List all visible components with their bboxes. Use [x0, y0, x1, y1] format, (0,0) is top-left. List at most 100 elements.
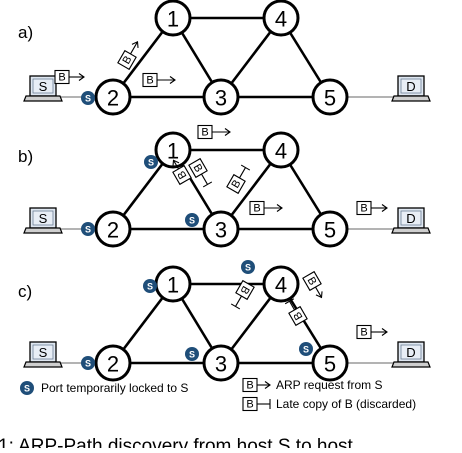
- host-label: S: [39, 79, 48, 94]
- packet-arrow-head: [276, 204, 283, 212]
- packet-stop-bar: [202, 181, 213, 188]
- arp-request-packet: B: [356, 200, 388, 216]
- packet-label: B: [246, 380, 253, 392]
- packet-label: B: [360, 327, 367, 339]
- legend-late-copy-text: Late copy of B (discarded): [276, 397, 416, 411]
- switch-label: 4: [275, 139, 287, 164]
- host-label: S: [39, 211, 48, 226]
- switch-circle: [94, 210, 132, 248]
- switch-label: 1: [167, 7, 179, 32]
- switch-label: 5: [324, 86, 336, 111]
- panel-label: b): [18, 147, 33, 166]
- switch-label: 2: [107, 218, 119, 243]
- packet-box: [288, 305, 308, 327]
- switch-label: 2: [107, 86, 119, 111]
- laptop-display: [400, 210, 422, 226]
- packet-arrow-head: [78, 73, 85, 81]
- arp-request-packet: B: [302, 270, 323, 299]
- packet-arrow-line: [201, 173, 208, 185]
- switch-label: 4: [275, 7, 287, 32]
- switch-node-5: 5: [311, 78, 349, 116]
- laptop-display: [32, 78, 54, 94]
- arp-request-packet: B: [197, 124, 231, 140]
- lock-label: S: [24, 384, 30, 394]
- packet-stop-bar: [240, 164, 251, 171]
- host-label: D: [406, 79, 415, 94]
- host-d: D: [391, 207, 431, 234]
- lock-dot: [241, 260, 255, 274]
- arp-request-packet: B: [117, 40, 139, 71]
- packet-label: B: [360, 203, 367, 215]
- late-copy-packet: B: [242, 396, 271, 412]
- lock-dot: [299, 342, 313, 356]
- host-d: D: [391, 75, 431, 102]
- legend-lock-text: Port temporarily locked to S: [41, 381, 188, 395]
- laptop-base: [391, 227, 431, 234]
- packet-arrow-line: [239, 167, 246, 179]
- packet-arrow-head: [381, 328, 388, 336]
- packet-label: B: [246, 399, 253, 411]
- host-d: D: [391, 341, 431, 368]
- switch-node-4: 4: [262, 131, 300, 169]
- port-lock-marker: S: [143, 279, 157, 293]
- host-label: D: [406, 345, 415, 360]
- switch-circle: [202, 344, 240, 382]
- switch-node-2: 2: [94, 344, 132, 382]
- switch-circle: [311, 344, 349, 382]
- host-s: S: [23, 207, 63, 234]
- laptop-base: [391, 95, 431, 102]
- switch-label: 1: [167, 273, 179, 298]
- lock-label: S: [85, 94, 91, 104]
- switch-circle: [154, 0, 192, 37]
- switch-node-1: 1: [154, 0, 192, 37]
- switch-circle: [94, 78, 132, 116]
- laptop-base: [23, 95, 63, 102]
- switch-node-5: 5: [311, 344, 349, 382]
- switch-node-2: 2: [94, 78, 132, 116]
- packet-label: B: [253, 203, 260, 215]
- switch-circle: [262, 265, 300, 303]
- switch-circle: [311, 210, 349, 248]
- lock-dot: [185, 213, 199, 227]
- packet-arrow-head: [172, 159, 180, 167]
- host-s: S: [23, 75, 63, 102]
- switch-node-2: 2: [94, 210, 132, 248]
- switch-node-1: 1: [154, 131, 192, 169]
- packet-arrow-head: [131, 40, 139, 48]
- lock-dot: [144, 155, 158, 169]
- packet-arrow-line: [235, 295, 242, 307]
- lock-dot: [143, 279, 157, 293]
- packet-arrow-line: [130, 41, 138, 55]
- packet-arrow-line: [289, 301, 295, 311]
- lock-label: S: [189, 350, 195, 360]
- switch-node-4: 4: [262, 265, 300, 303]
- lock-dot: [81, 222, 95, 236]
- packet-stop-bar: [230, 303, 241, 310]
- host-s: S: [23, 341, 63, 368]
- packet-arrow-head: [169, 76, 176, 84]
- switch-circle: [94, 344, 132, 382]
- packet-arrow-head: [315, 291, 323, 299]
- port-lock-marker: S: [144, 155, 158, 169]
- switch-circle: [262, 0, 300, 37]
- packet-label: B: [201, 127, 208, 139]
- laptop-display: [400, 344, 422, 360]
- switch-label: 2: [107, 352, 119, 377]
- port-lock-marker: S: [241, 260, 255, 274]
- arp-request-packet: B: [54, 69, 85, 85]
- lock-label: S: [189, 216, 195, 226]
- lock-label: S: [245, 263, 251, 273]
- packet-stop-bar: [284, 298, 295, 305]
- port-lock-marker: S: [81, 91, 95, 105]
- arp-request-packet: B: [172, 159, 192, 186]
- packet-box: [235, 279, 255, 301]
- arp-request-packet: B: [356, 324, 388, 340]
- legend-item-late-copy: B Late copy of B (discarded): [242, 396, 416, 412]
- switch-circle: [202, 210, 240, 248]
- lock-label: S: [85, 225, 91, 235]
